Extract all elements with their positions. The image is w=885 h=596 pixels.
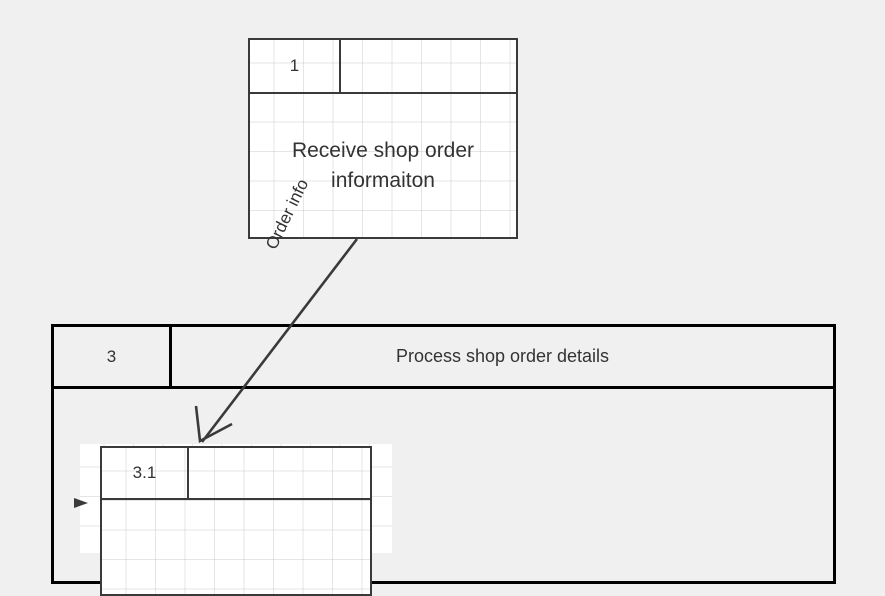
- activity-container-3-header: 3 Process shop order details: [54, 327, 833, 389]
- activity-box-1-header-blank-cell: [341, 40, 516, 92]
- activity-container-3-number-cell: 3: [54, 327, 172, 386]
- activity-box-1-body: Receive shop order informaiton: [250, 94, 516, 237]
- activity-box-3-1-header-blank-cell: [189, 448, 370, 498]
- activity-box-3-1-body: [102, 500, 370, 594]
- activity-box-1-number: 1: [289, 56, 300, 75]
- activity-container-3-number: 3: [106, 346, 117, 366]
- activity-box-1-title: Receive shop order informaiton: [291, 138, 475, 192]
- activity-box-3-1-number-cell: 3.1: [102, 448, 189, 498]
- activity-box-1[interactable]: 1 Receive shop order informaiton: [248, 38, 518, 239]
- activity-box-1-header: 1: [250, 40, 516, 94]
- diagram-canvas: 1 Receive shop order informaiton 3 Proce…: [51, 38, 836, 596]
- activity-box-1-number-cell: 1: [250, 40, 341, 92]
- activity-container-3-title-cell: Process shop order details: [172, 327, 833, 386]
- activity-box-3-1-header: 3.1: [102, 448, 370, 500]
- activity-box-3-1-number: 3.1: [132, 463, 157, 482]
- activity-box-3-1[interactable]: 3.1: [100, 446, 372, 596]
- activity-container-3-title: Process shop order details: [395, 346, 610, 366]
